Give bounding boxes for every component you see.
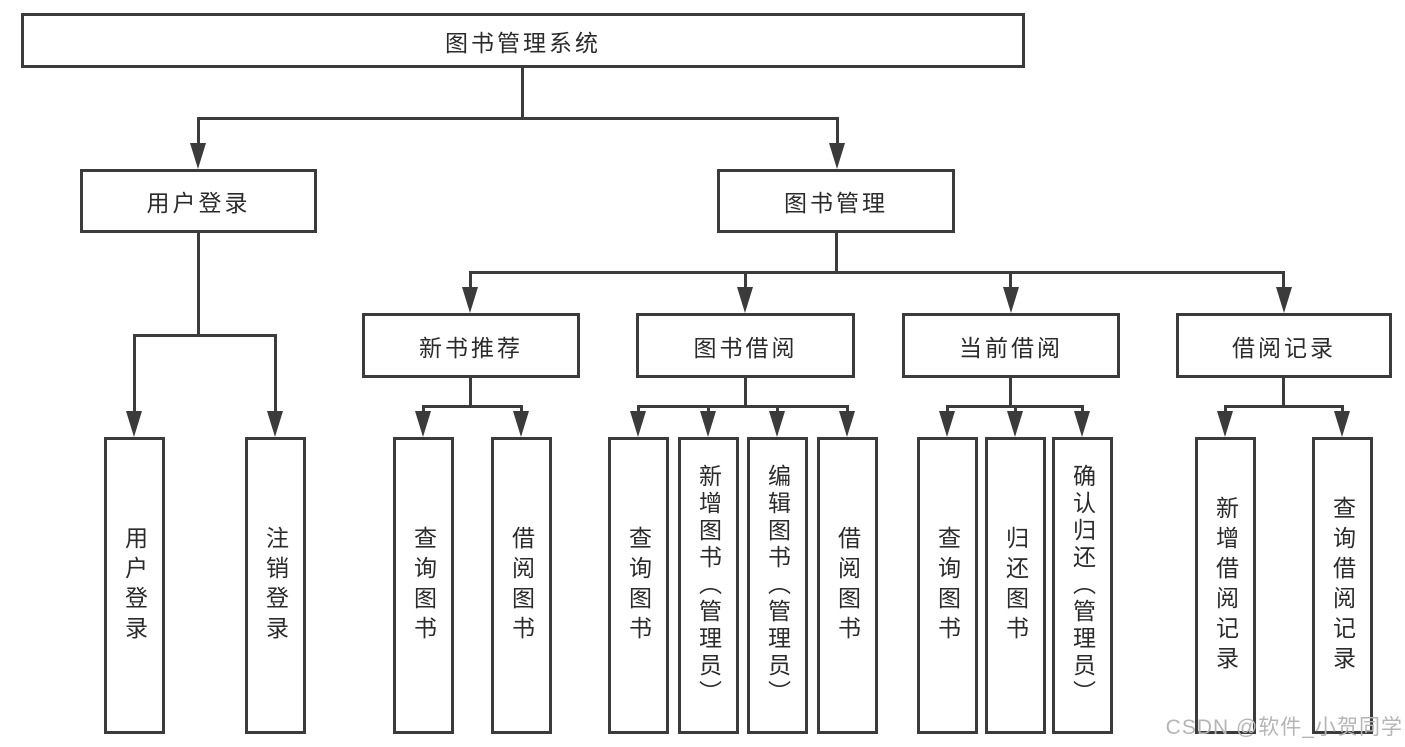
arrowhead-down-icon [1074,411,1090,437]
node-label: 图书管理系统 [445,29,601,56]
arrowhead-down-icon [462,287,478,313]
edge-bookmgmt-arrow-shaft [1009,271,1012,289]
edge-root-arrow-shaft [197,117,200,145]
edge-newbook-stem [469,378,472,408]
node-label: 归还图书 [1002,525,1029,646]
node-label: 查询图书 [410,525,437,646]
edge-userlogin-arrow-shaft [133,334,136,413]
edge-bookmgmt-arrow-shaft [469,271,472,289]
edge-borrowing-arrow-shaft [637,405,640,414]
edge-root-arrow-shaft [836,117,839,145]
node-label: 查询图书 [934,525,961,646]
leaf-logout: 注销登录 [245,437,306,734]
arrowhead-down-icon [1003,287,1019,313]
edge-current-arrow-shaft [946,405,949,414]
node-label: 确认归还（管理员） [1069,464,1096,707]
edge-userlogin-arrow-shaft [274,334,277,413]
edge-userlogin-bar [133,334,277,337]
arrowhead-down-icon [630,411,646,437]
arrowhead-down-icon [267,411,283,437]
node-label: 借阅图书 [834,525,861,646]
node-borrow-records: 借阅记录 [1176,313,1392,378]
edge-bookmgmt-bar [469,271,1285,274]
edge-bookmgmt-arrow-shaft [744,271,747,289]
node-label: 新增借阅记录 [1212,495,1239,676]
arrowhead-down-icon [415,411,431,437]
edge-borrowing-bar [637,405,848,408]
node-label: 图书管理 [784,190,888,216]
node-label: 借阅记录 [1232,334,1336,361]
arrowhead-down-icon [839,411,855,437]
node-label: 查询借阅记录 [1329,495,1356,676]
edge-current-arrow-shaft [1081,405,1084,414]
arrowhead-down-icon [1276,287,1292,313]
node-new-book-recommend: 新书推荐 [362,313,580,378]
node-label: 用户登录 [146,190,251,216]
node-label: 新书推荐 [419,334,523,361]
node-current-borrowing: 当前借阅 [902,313,1120,378]
arrowhead-down-icon [1217,411,1233,437]
arrowhead-down-icon [829,143,845,169]
leaf-edit-book-admin: 编辑图书（管理员） [747,437,808,734]
edge-records-stem [1282,378,1285,408]
edge-current-stem [1009,378,1012,408]
node-label: 查询图书 [625,525,652,646]
edge-bookmgmt-stem [835,233,838,273]
edge-borrowing-arrow-shaft [707,405,710,414]
node-book-borrowing: 图书借阅 [636,313,855,378]
edge-borrowing-stem [744,378,747,408]
arrowhead-down-icon [513,411,529,437]
leaf-user-login: 用户登录 [104,437,165,734]
leaf-return-book: 归还图书 [985,437,1046,734]
arrowhead-down-icon [1334,411,1350,437]
node-label: 注销登录 [262,525,289,646]
leaf-add-borrow-record: 新增借阅记录 [1195,437,1256,734]
node-label: 编辑图书（管理员） [764,464,791,707]
arrowhead-down-icon [939,411,955,437]
arrowhead-down-icon [1007,411,1023,437]
edge-root-stem [521,68,524,119]
node-label: 当前借阅 [959,334,1063,361]
edge-records-bar [1224,405,1344,408]
leaf-borrow-books-1: 借阅图书 [491,437,552,734]
edge-borrowing-arrow-shaft [776,405,779,414]
leaf-confirm-return-admin: 确认归还（管理员） [1052,437,1113,734]
arrowhead-down-icon [737,287,753,313]
leaf-borrow-books-2: 借阅图书 [817,437,878,734]
edge-userlogin-stem [197,233,200,336]
edge-borrowing-arrow-shaft [846,405,849,414]
csdn-watermark: CSDN @软件_小贺同学 [1165,716,1403,739]
node-library-management-system: 图书管理系统 [21,13,1025,68]
leaf-query-borrow-record: 查询借阅记录 [1312,437,1373,734]
edge-root-bar [197,117,839,120]
edge-bookmgmt-arrow-shaft [1282,271,1285,289]
edge-current-arrow-shaft [1014,405,1017,414]
node-user-login: 用户登录 [80,169,317,233]
edge-records-arrow-shaft [1224,405,1227,414]
arrowhead-down-icon [190,143,206,169]
leaf-query-books-2: 查询图书 [608,437,669,734]
arrowhead-down-icon [700,411,716,437]
edge-newbook-bar [422,405,523,408]
arrowhead-down-icon [126,411,142,437]
node-label: 借阅图书 [508,525,535,646]
node-label: 图书借阅 [693,334,798,361]
edge-newbook-arrow-shaft [422,405,425,414]
edge-newbook-arrow-shaft [520,405,523,414]
node-label: 用户登录 [121,525,148,646]
leaf-query-books-1: 查询图书 [393,437,454,734]
arrowhead-down-icon [769,411,785,437]
leaf-query-books-3: 查询图书 [917,437,978,734]
node-label: 新增图书（管理员） [695,464,722,707]
edge-records-arrow-shaft [1341,405,1344,414]
leaf-add-book-admin: 新增图书（管理员） [678,437,739,734]
node-book-management: 图书管理 [717,169,955,233]
